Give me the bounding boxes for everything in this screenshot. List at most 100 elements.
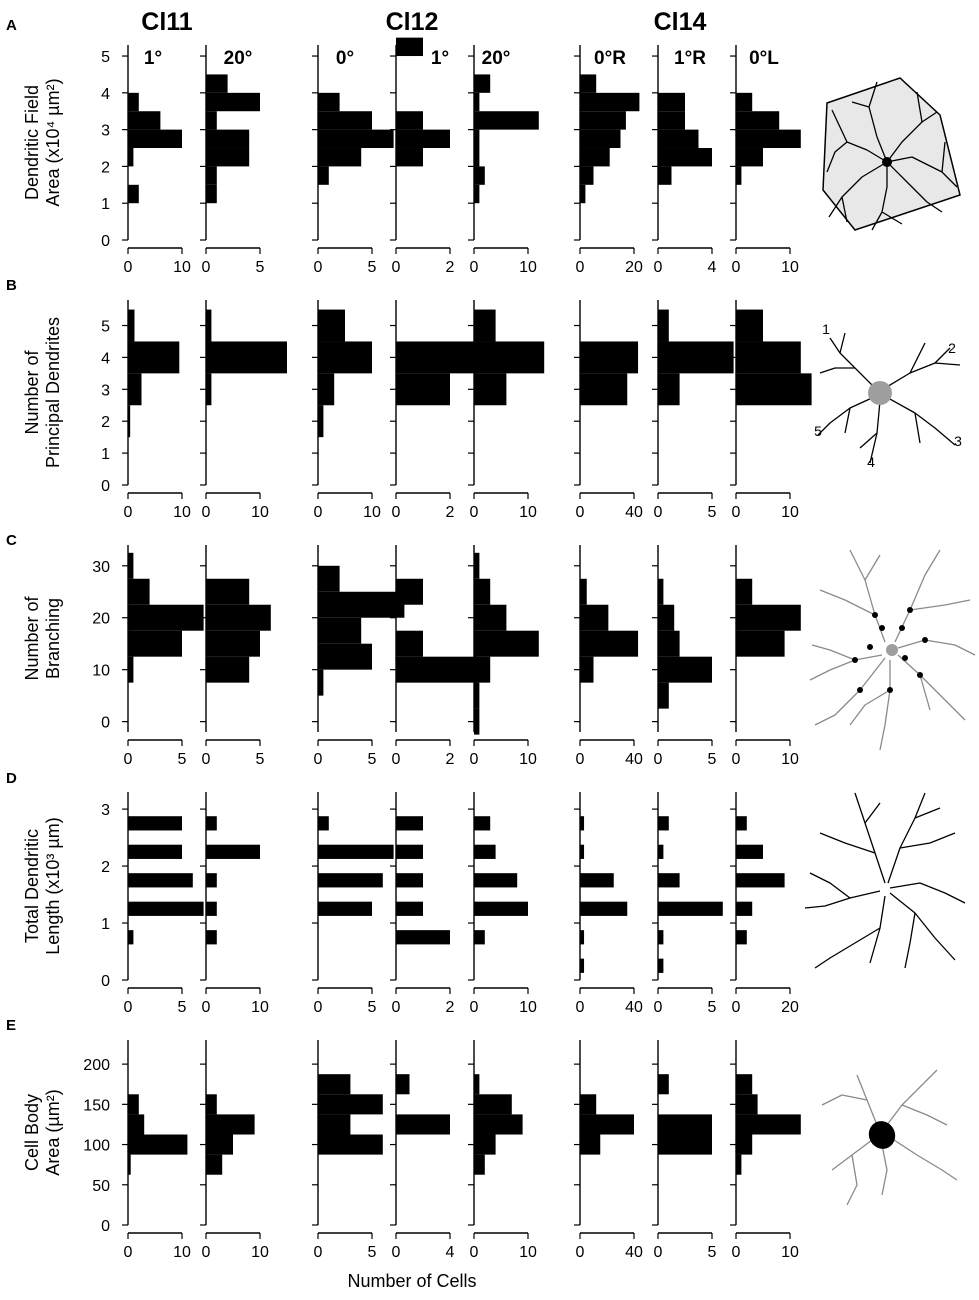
histogram-bar xyxy=(580,630,639,657)
dendrite-branch xyxy=(909,342,926,374)
x-tick-label: 10 xyxy=(519,1244,537,1261)
y-tick-label: 1 xyxy=(101,446,110,463)
histogram-bar xyxy=(318,341,372,374)
histogram-bar xyxy=(128,552,134,579)
inset-branching xyxy=(809,549,976,751)
dendrite-branch xyxy=(841,196,848,223)
histogram-bar xyxy=(580,578,587,605)
dendrite-number-label: 2 xyxy=(948,340,956,356)
x-tick-label: 0 xyxy=(470,504,479,521)
histogram-bar xyxy=(736,873,785,888)
y-tick-label: 1 xyxy=(101,196,110,213)
y-axis-label-line: Length (x10³ µm) xyxy=(43,817,63,954)
histogram-bar xyxy=(580,1134,601,1155)
condition-label: 1°R xyxy=(674,48,706,69)
dendrite-branch xyxy=(809,872,851,899)
histogram-bar xyxy=(318,844,394,859)
dendrite-branch xyxy=(851,101,870,108)
dendrite-branch xyxy=(846,1154,858,1206)
histogram-bar xyxy=(580,816,585,831)
x-tick-label: 5 xyxy=(708,751,717,768)
dendrite-branch xyxy=(859,432,878,449)
histogram-bar xyxy=(736,309,763,342)
x-tick-label: 5 xyxy=(368,751,377,768)
histogram-bar xyxy=(658,930,664,945)
x-tick-label: 0 xyxy=(314,999,323,1016)
histogram-bar xyxy=(580,901,628,916)
x-tick-label: 0 xyxy=(202,259,211,276)
x-tick-label: 5 xyxy=(708,504,717,521)
histogram-bar xyxy=(658,682,669,709)
y-tick-label: 2 xyxy=(101,859,110,876)
histogram-bar xyxy=(396,873,423,888)
x-tick-label: 5 xyxy=(256,751,265,768)
x-tick-label: 0 xyxy=(202,504,211,521)
y-tick-label: 0 xyxy=(101,233,110,250)
histogram-bar xyxy=(128,92,139,112)
x-tick-label: 10 xyxy=(781,504,799,521)
histogram-bar xyxy=(736,373,812,406)
x-tick-label: 0 xyxy=(732,751,741,768)
dendrite-number-label: 3 xyxy=(954,433,962,449)
histogram-bar xyxy=(396,1114,450,1135)
dendrite-branch xyxy=(868,81,888,163)
histogram-bar xyxy=(318,1114,351,1135)
histogram-bar xyxy=(318,148,362,167)
branch-point xyxy=(887,687,893,693)
y-tick-label: 10 xyxy=(92,663,110,680)
histogram-bar xyxy=(658,1114,712,1135)
histogram-bar xyxy=(206,578,250,605)
histogram-bar xyxy=(318,92,340,112)
group-title: Cl14 xyxy=(654,8,707,36)
dendrite-branch xyxy=(899,832,956,849)
x-tick-label: 0 xyxy=(654,1244,663,1261)
x-tick-label: 20 xyxy=(625,259,643,276)
y-axis-label: Dendritic FieldArea (x10⁴ µm²) xyxy=(22,78,63,206)
y-tick-label: 0 xyxy=(101,478,110,495)
x-tick-label: 2 xyxy=(446,504,455,521)
histogram-bar xyxy=(128,630,182,657)
y-tick-label: 150 xyxy=(83,1097,110,1114)
branch-point xyxy=(917,672,923,678)
dendrite-branch xyxy=(914,412,921,444)
x-tick-label: 0 xyxy=(732,504,741,521)
dendrite-branch xyxy=(828,161,888,218)
x-tick-label: 10 xyxy=(251,999,269,1016)
y-tick-label: 5 xyxy=(101,319,110,336)
histogram-bar xyxy=(474,816,491,831)
histogram-bar xyxy=(736,816,747,831)
histogram-bar xyxy=(580,92,640,112)
histogram-bar xyxy=(580,341,639,374)
x-tick-label: 0 xyxy=(202,1244,211,1261)
branch-point xyxy=(907,607,913,613)
histogram-bar xyxy=(206,604,271,631)
histogram-bar xyxy=(474,341,545,374)
histogram-bar xyxy=(128,604,204,631)
histogram-bar xyxy=(474,630,539,657)
histogram-bar xyxy=(318,643,372,670)
histogram-bar xyxy=(580,129,621,149)
histogram-bar xyxy=(128,873,193,888)
soma xyxy=(886,644,898,656)
y-tick-label: 5 xyxy=(101,49,110,66)
histogram-bar xyxy=(474,873,518,888)
histogram-bar xyxy=(736,341,801,374)
x-tick-label: 0 xyxy=(654,259,663,276)
histogram-bar xyxy=(474,1094,512,1115)
x-tick-label: 10 xyxy=(781,259,799,276)
histogram-bar xyxy=(318,111,372,130)
histogram-bar xyxy=(580,111,626,130)
dendrite-branch xyxy=(819,832,876,854)
